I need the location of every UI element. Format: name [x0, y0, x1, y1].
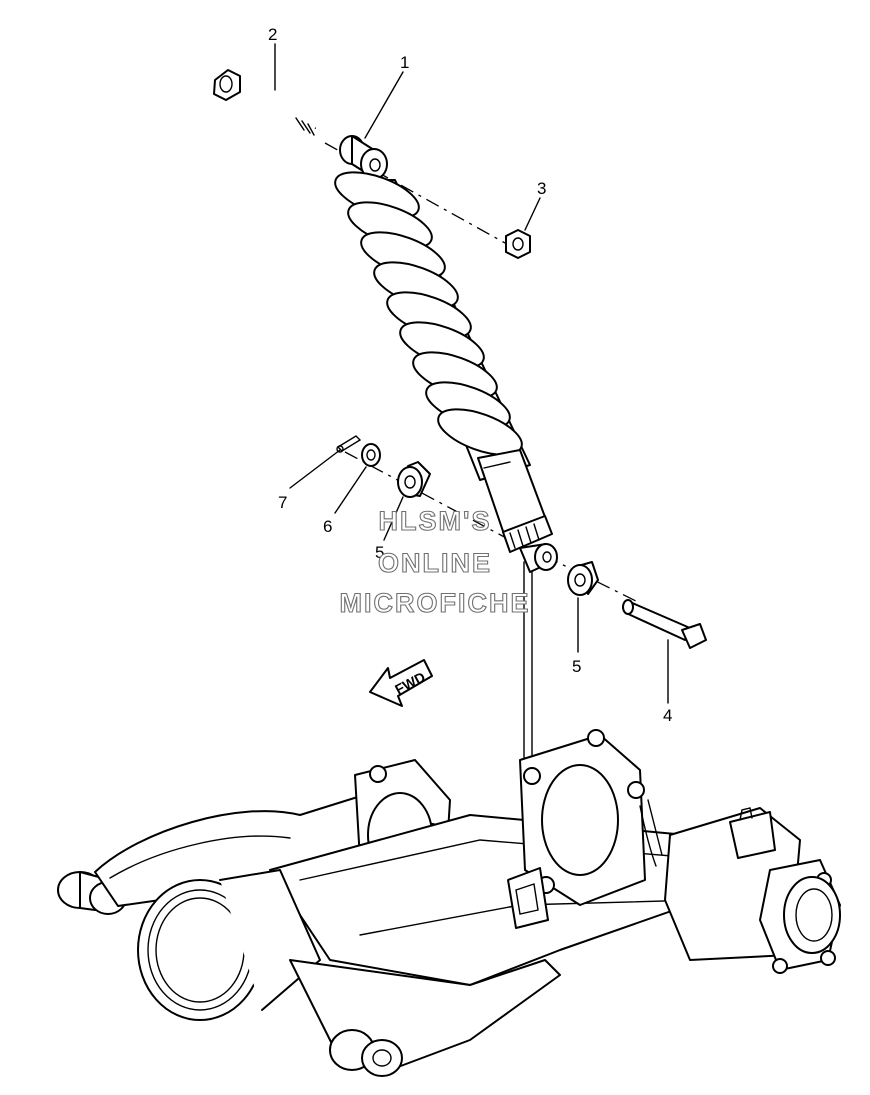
- callout-1: 1: [400, 53, 409, 72]
- watermark-line-2: ONLINE: [377, 547, 492, 578]
- callout-3: 3: [537, 179, 546, 198]
- bolt-part-2: [213, 69, 317, 136]
- rear-swing-arm: [57, 729, 841, 1077]
- cotter-pin-part-7: [336, 435, 362, 453]
- bushing-part-5-left: [397, 461, 431, 498]
- callout-5-left: 5: [375, 543, 384, 562]
- shock-absorber-part-1: [334, 135, 558, 573]
- watermark-line-1: HLSM'S: [378, 505, 492, 536]
- callout-7: 7: [278, 493, 287, 512]
- coil-spring: [334, 171, 523, 456]
- pin-part-4: [622, 599, 707, 649]
- nut-part-3: [505, 229, 531, 259]
- callout-6: 6: [323, 517, 332, 536]
- forward-direction-arrow: FWD: [369, 659, 433, 707]
- leader-lines: [274, 43, 669, 704]
- washer-part-6: [361, 443, 381, 467]
- callout-2: 2: [268, 25, 277, 44]
- callout-5-right: 5: [572, 657, 581, 676]
- watermark-line-3: MICROFICHE: [339, 587, 531, 618]
- callout-4: 4: [663, 706, 672, 725]
- callout-labels: 2 1 3 7 6 5 5 4: [268, 25, 672, 725]
- bushing-part-5-right: [567, 561, 599, 596]
